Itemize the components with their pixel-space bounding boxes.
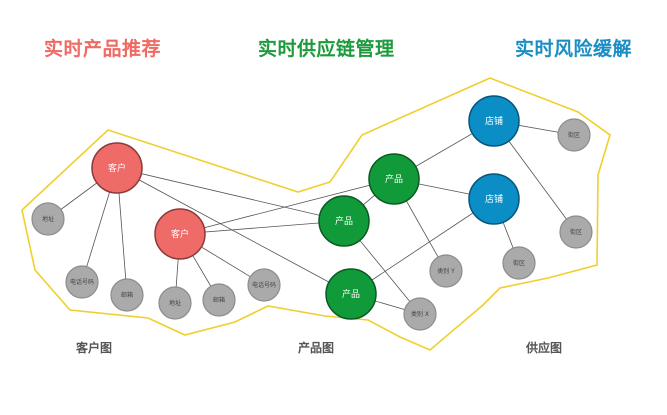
svg-text:店铺: 店铺 <box>485 115 503 127</box>
svg-text:类别 Y: 类别 Y <box>437 267 455 275</box>
svg-text:店铺: 店铺 <box>485 193 503 205</box>
category-y-node: 类别 Y <box>429 254 463 288</box>
svg-text:客户: 客户 <box>108 162 126 174</box>
category-x-node: 类别 X <box>403 297 437 331</box>
store-node: 店铺 <box>468 173 520 225</box>
edge <box>350 198 495 295</box>
svg-text:街区: 街区 <box>568 131 580 139</box>
caption-supply-graph: 供应图 <box>525 340 562 355</box>
headline-risk-mitigation: 实时风险缓解 <box>515 38 633 60</box>
caption-customer-graph: 客户图 <box>75 340 112 355</box>
svg-text:产品: 产品 <box>335 215 353 227</box>
phone-number-node: 电话号码 <box>247 268 281 302</box>
email-node: 邮箱 <box>202 283 236 317</box>
customer-node: 客户 <box>154 208 206 260</box>
svg-text:街区: 街区 <box>570 228 582 236</box>
edge <box>116 167 345 222</box>
street-node: 街区 <box>557 118 591 152</box>
svg-text:产品: 产品 <box>342 288 360 300</box>
headline-supply-chain-management: 实时供应链管理 <box>258 38 395 60</box>
street-node: 街区 <box>559 215 593 249</box>
svg-text:产品: 产品 <box>385 173 403 185</box>
graph-boundary <box>21 77 611 351</box>
customer-node: 客户 <box>91 142 143 194</box>
svg-text:电话号码: 电话号码 <box>70 278 94 286</box>
svg-text:地址: 地址 <box>169 299 181 307</box>
email-node: 邮箱 <box>110 278 144 312</box>
product-node: 产品 <box>318 195 370 247</box>
address-node: 地址 <box>158 286 192 320</box>
street-node: 街区 <box>502 246 536 280</box>
product-node: 产品 <box>368 153 420 205</box>
svg-text:客户: 客户 <box>171 228 189 240</box>
edge <box>116 167 352 295</box>
svg-text:街区: 街区 <box>513 259 525 267</box>
product-node: 产品 <box>325 268 377 320</box>
svg-text:地址: 地址 <box>42 215 54 223</box>
headline-product-recommendation: 实时产品推荐 <box>44 38 162 60</box>
caption-product-graph: 产品图 <box>298 340 334 355</box>
svg-text:邮箱: 邮箱 <box>121 291 133 299</box>
edge <box>179 178 395 235</box>
store-node: 店铺 <box>468 95 520 147</box>
edge <box>179 220 345 235</box>
svg-text:类别 X: 类别 X <box>411 310 429 318</box>
svg-text:电话号码: 电话号码 <box>252 281 276 289</box>
svg-text:邮箱: 邮箱 <box>213 296 225 304</box>
phone-number-node: 电话号码 <box>65 265 99 299</box>
address-node: 地址 <box>31 202 65 236</box>
